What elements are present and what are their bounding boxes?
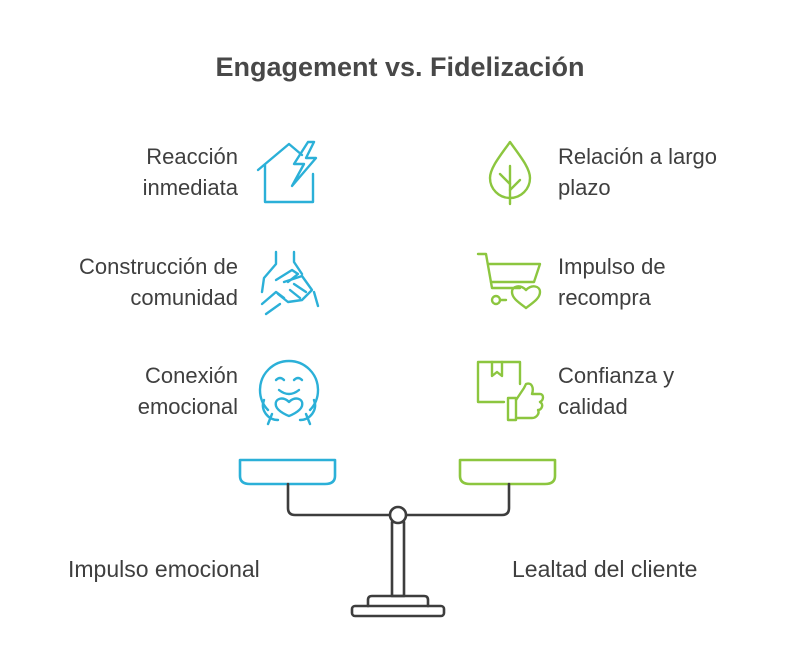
bottom-right-label: Lealtad del cliente [512, 556, 698, 582]
base-upper [366, 594, 430, 608]
diagram-title: Engagement vs. Fidelización [215, 52, 585, 82]
right-pan [458, 458, 557, 486]
bottom-left-label: Impulso emocional [68, 556, 260, 582]
hands-together-icon [254, 248, 324, 318]
smiling-face-hug-icon [254, 358, 324, 428]
tree-icon [480, 138, 550, 208]
left-pan [238, 458, 337, 486]
box-thumbs-up-icon [476, 358, 546, 428]
house-lightning-icon [254, 138, 324, 208]
cart-heart-icon [476, 248, 546, 318]
pivot [388, 505, 408, 525]
base [350, 604, 446, 618]
pillar [390, 520, 406, 598]
